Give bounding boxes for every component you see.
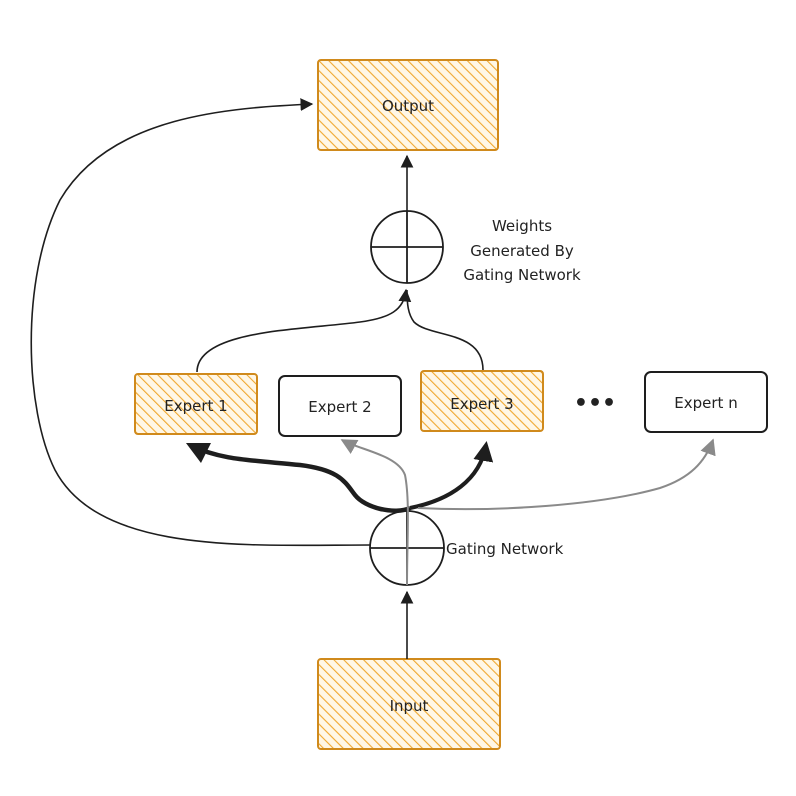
output-node: Output [317, 59, 499, 151]
route-to-expert-n [417, 438, 716, 511]
expert-1-label: Expert 1 [164, 397, 227, 415]
output-label: Output [382, 97, 434, 115]
route-to-expert3 [409, 441, 494, 510]
expert-1-node: Expert 1 [134, 373, 258, 435]
weights-note-line3: Gating Network [463, 266, 581, 284]
expert-2-node: Expert 2 [278, 375, 402, 437]
expert-3-node: Expert 3 [420, 370, 544, 432]
expert-3-label: Expert 3 [450, 395, 513, 413]
weighted-sum-node [370, 210, 444, 284]
gating-network-label: Gating Network [446, 540, 564, 558]
weights-note: Weights Generated By Gating Network [463, 217, 581, 284]
expert-ellipsis: ••• [574, 391, 616, 416]
arrow-expert1-to-sum [196, 288, 412, 373]
weights-note-line2: Generated By [470, 242, 574, 260]
arrow-gating-to-output [30, 98, 371, 547]
route-to-expert1 [185, 442, 411, 513]
input-label: Input [390, 697, 429, 715]
weights-note-line1: Weights [492, 217, 552, 235]
expert-n-label: Expert n [674, 394, 737, 412]
input-node: Input [317, 658, 501, 750]
arrow-expert3-to-sum [406, 289, 484, 371]
expert-2-label: Expert 2 [308, 398, 371, 416]
route-to-expert2 [340, 439, 409, 586]
expert-n-node: Expert n [644, 371, 768, 433]
